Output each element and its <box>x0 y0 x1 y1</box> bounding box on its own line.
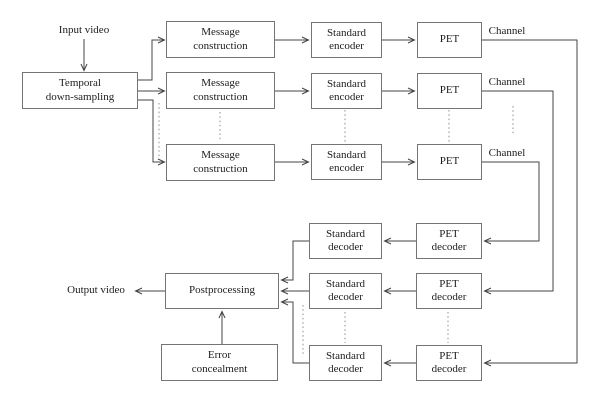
node-message-construction-3: Message construction <box>166 144 275 181</box>
edge-channel3-pet3-to-petd1 <box>482 161 540 245</box>
node-standard-decoder-1: Standard decoder <box>309 223 382 259</box>
edge-channel2-pet2-to-petd2 <box>482 90 554 295</box>
node-message-construction-1: Message construction <box>166 21 275 58</box>
node-input-video-label: Input video <box>58 24 110 37</box>
node-temporal-downsampling: Temporal down-sampling <box>22 72 138 109</box>
node-output-video-label: Output video <box>67 284 125 297</box>
node-channel-label-3: Channel <box>488 147 526 160</box>
node-standard-encoder-2: Standard encoder <box>311 73 382 109</box>
node-message-construction-2: Message construction <box>166 72 275 109</box>
node-standard-encoder-3: Standard encoder <box>311 144 382 180</box>
node-pet-1: PET <box>417 22 482 58</box>
node-channel-label-1: Channel <box>488 25 526 38</box>
node-standard-decoder-2: Standard decoder <box>309 273 382 309</box>
edge-temporal-to-mc3 <box>138 99 166 166</box>
node-pet-2: PET <box>417 73 482 109</box>
node-pet-3: PET <box>417 144 482 180</box>
node-postprocessing: Postprocessing <box>165 273 279 309</box>
node-standard-decoder-3: Standard decoder <box>309 345 382 381</box>
node-error-concealment: Error concealment <box>161 344 278 381</box>
edge-sd3-to-post <box>280 298 309 364</box>
node-pet-decoder-3: PET decoder <box>416 345 482 381</box>
node-pet-decoder-2: PET decoder <box>416 273 482 309</box>
node-channel-label-2: Channel <box>488 76 526 89</box>
node-standard-encoder-1: Standard encoder <box>311 22 382 58</box>
node-pet-decoder-1: PET decoder <box>416 223 482 259</box>
edge-temporal-to-mc1 <box>138 36 166 81</box>
edge-channel1-pet1-to-petd3 <box>482 39 578 367</box>
edge-sd1-to-post <box>280 240 309 284</box>
